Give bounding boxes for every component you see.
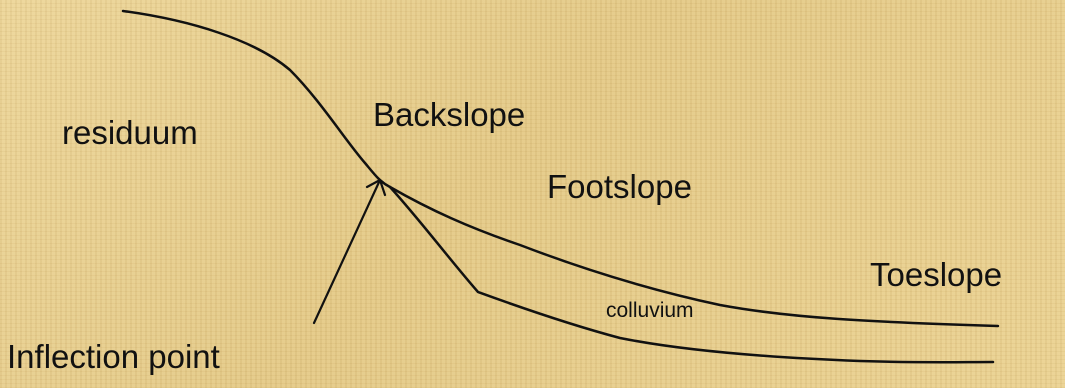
inflection-arrow-shaft (312, 178, 382, 325)
inflection-arrow-head (365, 178, 387, 197)
inflection-point-label: Inflection point (7, 338, 220, 375)
footslope-label: Footslope (547, 168, 692, 205)
backslope-label: Backslope (373, 96, 526, 133)
lower-slope-profile (388, 185, 995, 364)
toeslope-label: Toeslope (870, 256, 1003, 293)
residuum-label: residuum (62, 114, 198, 151)
colluvium-label: colluvium (606, 299, 694, 322)
upper-slope-profile (121, 9, 1000, 328)
